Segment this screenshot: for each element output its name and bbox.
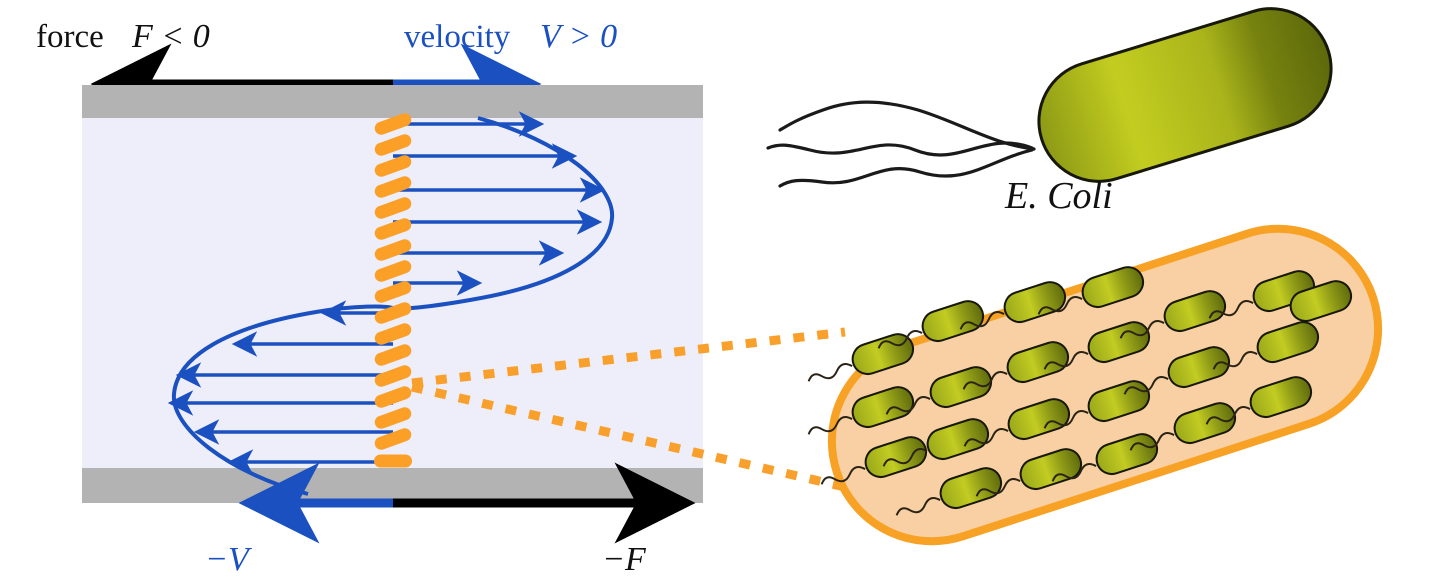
cell-body <box>864 436 928 479</box>
colony-bacterium <box>877 300 985 349</box>
flagellum <box>1212 351 1258 370</box>
bottom-force-label: −F <box>602 541 647 578</box>
colony-bacterium <box>963 398 1071 447</box>
colony-bacterium <box>1123 346 1231 395</box>
force-label-prefix: force <box>36 19 104 55</box>
orange-rod <box>374 155 412 177</box>
cell-body <box>1007 398 1071 441</box>
cell-body <box>1006 341 1070 384</box>
cell-body <box>1003 281 1067 324</box>
colony-bacterium <box>959 281 1067 330</box>
channel-top-wall <box>82 85 703 118</box>
orange-rod <box>374 218 412 240</box>
flagellum <box>766 141 1034 157</box>
flagellum <box>885 396 931 415</box>
colony-group <box>807 224 1383 546</box>
flagellum <box>975 478 1021 497</box>
orange-rod <box>374 134 412 156</box>
cell-body <box>1249 376 1313 419</box>
flagellum <box>778 100 1036 151</box>
force-label-math: F < 0 <box>131 18 210 55</box>
orange-rod <box>374 344 412 366</box>
colony-bacterium <box>820 436 928 485</box>
colony-bacterium <box>1119 290 1227 339</box>
flagellum <box>1205 406 1251 425</box>
velocity-label-math: V > 0 <box>540 18 617 55</box>
orange-rod-stack <box>374 113 412 468</box>
colony-bacterium <box>882 418 990 467</box>
ecoli-label: E. Coli <box>1004 175 1113 217</box>
orange-rod <box>374 302 412 324</box>
ecoli-body <box>1037 7 1333 183</box>
flagellum <box>807 416 853 435</box>
cell-body <box>1019 448 1083 491</box>
orange-rod <box>374 260 412 282</box>
velocity-label-prefix: velocity <box>404 19 511 55</box>
colony-bacterium <box>1205 376 1313 425</box>
bottom-velocity-label: −V <box>205 541 253 578</box>
flagellum <box>1043 410 1089 429</box>
colony-bacteria <box>807 266 1353 516</box>
cell-body <box>926 418 990 461</box>
orange-rod <box>374 386 412 408</box>
colony-outline <box>827 224 1383 546</box>
flagellum <box>1129 432 1175 451</box>
orange-rod <box>374 113 412 135</box>
connector-line-lower <box>410 382 847 492</box>
cell-body <box>1163 290 1227 333</box>
flagellum <box>1119 320 1165 339</box>
cell-body <box>921 300 985 343</box>
flagellum <box>1037 296 1083 315</box>
flagellum <box>895 497 941 516</box>
cell-body <box>1081 266 1145 309</box>
flagellum <box>962 371 1008 390</box>
orange-rod <box>374 281 412 303</box>
cell-body <box>939 467 1003 510</box>
channel-bottom-wall <box>82 468 703 503</box>
flagellum <box>1043 351 1089 370</box>
zoom-connector <box>410 327 847 492</box>
colony-bacterium <box>962 341 1070 390</box>
colony-bacterium <box>1043 380 1151 429</box>
cell-body <box>1167 346 1231 389</box>
flagellum <box>1208 300 1254 319</box>
cell-body <box>1289 280 1353 323</box>
orange-rod <box>374 365 412 387</box>
flagellum <box>778 148 1034 188</box>
cell-body <box>1256 321 1320 364</box>
colony-bacterium <box>885 366 993 415</box>
connector-line-upper <box>411 327 846 388</box>
orange-rod <box>374 176 412 198</box>
orange-rod <box>374 197 412 219</box>
orange-rod <box>374 323 412 345</box>
cell-body <box>1087 380 1151 423</box>
ecoli-cell-group: E. Coli <box>766 7 1333 217</box>
orange-rod <box>374 454 412 468</box>
colony-bacterium <box>807 333 915 382</box>
colony-bacterium <box>1212 321 1320 370</box>
flagellum <box>820 466 866 485</box>
flagellum <box>1123 376 1169 395</box>
orange-rod <box>374 407 412 429</box>
colony-bacterium <box>807 386 915 435</box>
colony-bacterium <box>895 467 1003 516</box>
flagellum <box>959 311 1005 330</box>
cell-body <box>851 333 915 376</box>
orange-rod <box>374 428 412 450</box>
cell-body <box>929 366 993 409</box>
colony-bacterium <box>1037 266 1145 315</box>
flagellum <box>807 363 853 382</box>
cell-body <box>851 386 915 429</box>
colony-bacterium <box>1289 280 1353 323</box>
colony-bacterium <box>975 448 1083 497</box>
flagellum <box>963 428 1009 447</box>
flagellum <box>1051 463 1097 482</box>
flagellum <box>882 448 928 467</box>
orange-rod <box>374 239 412 261</box>
flagellum <box>877 330 923 349</box>
